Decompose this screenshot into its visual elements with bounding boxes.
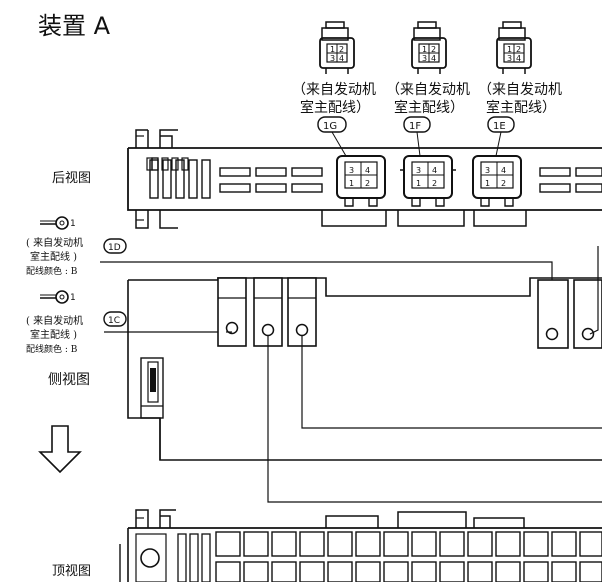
pin-label: 1 — [507, 45, 512, 54]
fuse-grid — [215, 531, 602, 583]
svg-text:2: 2 — [432, 179, 437, 188]
rear-connector-1e: 3 4 1 2 — [472, 155, 522, 207]
connector-source-1f-2: 室主配线） — [394, 99, 464, 116]
stud-icon — [545, 327, 559, 341]
pin-label: 4 — [339, 54, 344, 63]
pin-label: 3 — [507, 54, 512, 63]
pin-label: 3 — [330, 54, 335, 63]
svg-text:4: 4 — [432, 166, 437, 175]
pin-label: 1 — [330, 45, 335, 54]
rear-connector-1g: 3 4 1 2 — [336, 155, 386, 207]
svg-text:2: 2 — [501, 179, 506, 188]
svg-text:2: 2 — [365, 179, 370, 188]
stud-icon — [581, 327, 595, 341]
side-view-body — [127, 246, 602, 503]
stud-icon — [261, 323, 275, 337]
svg-text:1: 1 — [70, 293, 76, 303]
rear-connector-1f: 3 4 1 2 — [400, 155, 456, 207]
connector-source-1g: （来自发动机 — [292, 82, 376, 98]
pin-label: 2 — [516, 45, 521, 54]
tag-1f: 1F — [403, 116, 431, 133]
svg-text:1C: 1C — [108, 316, 120, 326]
pin-label: 2 — [431, 45, 436, 54]
terminal-1c-annotation: 1 ( 来自发动机 室主配线 ) 配线颜色 : B 1C — [26, 290, 230, 355]
pin-label: 2 — [339, 45, 344, 54]
svg-text:4: 4 — [365, 166, 370, 175]
svg-text:3: 3 — [349, 166, 354, 175]
ring-terminal-icon — [55, 216, 69, 230]
connector-source-1f: （来自发动机 — [386, 82, 470, 98]
connector-source-1g-2: 室主配线） — [300, 99, 370, 116]
label-top-view: 顶视图 — [52, 564, 91, 579]
svg-text:室主配线 ): 室主配线 ) — [30, 328, 77, 341]
pin-label: 4 — [516, 54, 521, 63]
svg-text:3: 3 — [416, 166, 421, 175]
svg-text:1: 1 — [416, 179, 421, 188]
label-side-view: 侧视图 — [48, 372, 90, 388]
connector-source-1e: （来自发动机 — [478, 82, 562, 98]
stud-icon — [225, 321, 239, 335]
rear-view-body — [127, 129, 602, 229]
label-rear-view: 后视图 — [52, 171, 91, 186]
svg-text:( 来自发动机: ( 来自发动机 — [26, 314, 83, 327]
svg-text:1: 1 — [70, 219, 76, 229]
svg-text:4: 4 — [501, 166, 506, 175]
ring-terminal-icon — [55, 290, 69, 304]
pin-label: 1 — [422, 45, 427, 54]
connector-source-1e-2: 室主配线） — [486, 99, 556, 116]
tag-1d — [103, 238, 127, 254]
tag-1g: 1G — [317, 116, 347, 133]
stud-icon — [295, 323, 309, 337]
svg-text:配线颜色 : B: 配线颜色 : B — [26, 265, 78, 277]
svg-text:配线颜色 : B: 配线颜色 : B — [26, 343, 78, 355]
connector-icon-1e: 1 2 3 4 — [496, 21, 532, 74]
svg-text:1E: 1E — [493, 121, 506, 132]
svg-text:1F: 1F — [409, 121, 421, 132]
stud-icon — [140, 548, 160, 568]
svg-text:3: 3 — [485, 166, 490, 175]
svg-text:1G: 1G — [323, 121, 337, 132]
pin-label: 3 — [422, 54, 427, 63]
pin-label: 4 — [431, 54, 436, 63]
connector-icon-1f: 1 2 3 4 — [411, 21, 447, 74]
tag-1e: 1E — [487, 116, 515, 133]
down-arrow-icon — [38, 425, 82, 474]
svg-text:1: 1 — [485, 179, 490, 188]
svg-text:1: 1 — [349, 179, 354, 188]
svg-text:1D: 1D — [108, 243, 121, 253]
tag-1c — [103, 311, 127, 327]
svg-text:室主配线 ): 室主配线 ) — [30, 250, 77, 263]
connector-icon-1g: 1 2 3 4 — [319, 21, 355, 74]
diagram-title: 装置 A — [38, 12, 111, 40]
top-view-body — [119, 509, 602, 583]
svg-text:( 来自发动机: ( 来自发动机 — [26, 236, 83, 249]
